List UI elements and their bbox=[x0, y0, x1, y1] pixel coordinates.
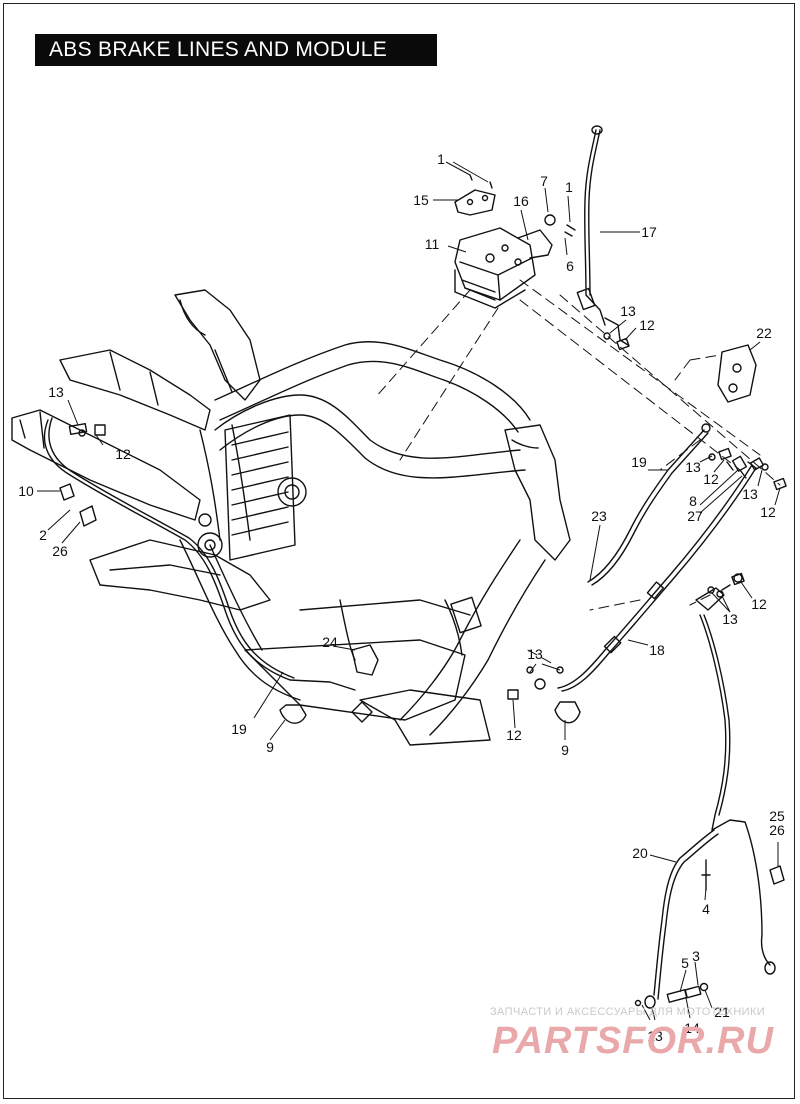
callout-3: 3 bbox=[692, 948, 700, 964]
watermark-brand: PARTSFOR.RU bbox=[492, 1020, 774, 1062]
callout-27: 27 bbox=[687, 508, 703, 524]
diagram-frame bbox=[3, 3, 795, 1099]
callout-13: 13 bbox=[48, 384, 64, 400]
brake-line-19-front bbox=[587, 423, 711, 586]
callout-25: 25 bbox=[769, 808, 785, 824]
hardware bbox=[78, 332, 787, 700]
callout-10: 10 bbox=[18, 483, 34, 499]
callout-13: 13 bbox=[527, 646, 543, 662]
callout-24: 24 bbox=[322, 634, 338, 650]
clips bbox=[59, 483, 785, 885]
callout-4: 4 bbox=[702, 901, 710, 917]
fitting-cluster bbox=[634, 982, 709, 1009]
brake-line-18 bbox=[534, 464, 757, 692]
callout-1: 1 bbox=[565, 179, 573, 195]
brake-line-19-rear bbox=[43, 417, 356, 691]
callout-20: 20 bbox=[632, 845, 648, 861]
brake-line-20 bbox=[653, 573, 776, 1000]
rear-frame-section bbox=[11, 289, 271, 611]
callout-26: 26 bbox=[769, 822, 785, 838]
callout-1: 1 bbox=[437, 151, 445, 167]
watermark-tagline: ЗАПЧАСТИ И АКСЕССУАРЫ ДЛЯ МОТОТЕХНИКИ bbox=[490, 1006, 766, 1018]
callout-9: 9 bbox=[266, 739, 274, 755]
main-frame-tubes bbox=[179, 341, 571, 746]
callout-9: 9 bbox=[561, 742, 569, 758]
callout-23: 23 bbox=[591, 508, 607, 524]
page-title: ABS BRAKE LINES AND MODULE bbox=[35, 34, 437, 66]
callout-13: 13 bbox=[685, 459, 701, 475]
callout-21: 21 bbox=[714, 1004, 730, 1020]
bracket-22 bbox=[717, 344, 757, 403]
callout-12: 12 bbox=[639, 317, 655, 333]
callout-19: 19 bbox=[631, 454, 647, 470]
callout-26: 26 bbox=[52, 543, 68, 559]
callout-2: 2 bbox=[39, 527, 47, 543]
callout-12: 12 bbox=[506, 727, 522, 743]
callout-5: 5 bbox=[681, 955, 689, 971]
callout-15: 15 bbox=[413, 192, 429, 208]
callout-14: 14 bbox=[684, 1020, 700, 1036]
callout-13: 13 bbox=[620, 303, 636, 319]
callout-12: 12 bbox=[760, 504, 776, 520]
callout-7: 7 bbox=[540, 173, 548, 189]
callout-17: 17 bbox=[641, 224, 657, 240]
callout-16: 16 bbox=[513, 193, 529, 209]
callout-12: 12 bbox=[751, 596, 767, 612]
callout-11: 11 bbox=[424, 236, 440, 252]
brake-line-17 bbox=[576, 125, 629, 346]
callout-13: 13 bbox=[647, 1028, 663, 1044]
callout-19: 19 bbox=[231, 721, 247, 737]
callout-18: 18 bbox=[649, 642, 665, 658]
callout-13: 13 bbox=[742, 486, 758, 502]
callout-8: 8 bbox=[689, 493, 697, 509]
callout-13: 13 bbox=[722, 611, 738, 627]
callout-12: 12 bbox=[703, 471, 719, 487]
callout-12: 12 bbox=[115, 446, 131, 462]
callout-22: 22 bbox=[756, 325, 772, 341]
callout-6: 6 bbox=[566, 258, 574, 274]
